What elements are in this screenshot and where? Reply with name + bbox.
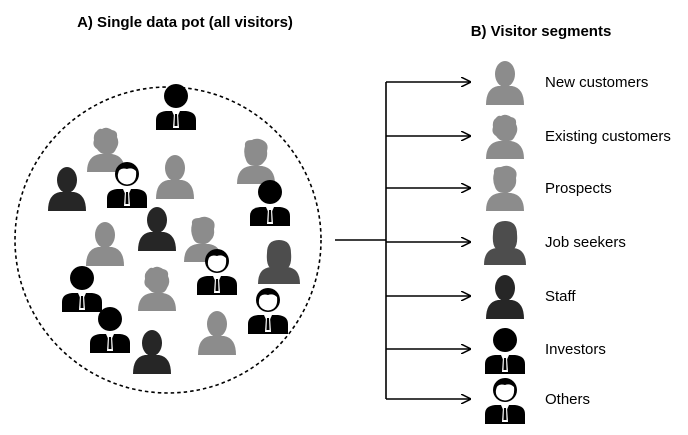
person-curly-hair-icon [486, 114, 524, 159]
person-wavy-hair-icon [486, 165, 524, 211]
businessman-tie-icon [62, 266, 102, 312]
panel-b-title: B) Visitor segments [471, 23, 612, 40]
segment-label: Staff [545, 288, 576, 305]
segment-label: New customers [545, 74, 648, 91]
panel-a-title: A) Single data pot (all visitors) [77, 14, 293, 31]
segment-label: Existing customers [545, 128, 671, 145]
businessman-tie-icon [156, 84, 196, 130]
segmentation-connector [335, 82, 387, 399]
segment-label: Investors [545, 341, 606, 358]
segment-row: Others [386, 378, 590, 424]
businessman-face-icon [248, 288, 288, 334]
segment-row: Existing customers [386, 114, 671, 159]
person-short-hair-icon [486, 61, 524, 105]
person-long-hair-icon [258, 240, 300, 284]
segment-label: Others [545, 391, 590, 408]
visitor-pool-circle [14, 86, 322, 394]
person-short-hair-icon [133, 330, 171, 374]
segment-row: Staff [386, 275, 576, 319]
person-short-hair-icon [198, 311, 236, 355]
person-short-hair-icon [138, 207, 176, 251]
businessman-face-icon [485, 378, 525, 424]
businessman-tie-icon [250, 180, 290, 226]
person-short-hair-icon [486, 275, 524, 319]
segment-label: Job seekers [545, 234, 626, 251]
person-short-hair-icon [156, 155, 194, 199]
person-short-hair-icon [86, 222, 124, 266]
businessman-tie-icon [485, 328, 525, 374]
person-long-hair-icon [484, 221, 526, 265]
person-wavy-hair-icon [237, 138, 275, 184]
segment-row: Job seekers [386, 221, 626, 265]
segment-label: Prospects [545, 180, 612, 197]
segment-row: New customers [386, 61, 648, 105]
segment-row: Investors [386, 328, 606, 374]
segment-row: Prospects [386, 165, 612, 211]
person-curly-hair-icon [138, 266, 176, 311]
businessman-tie-icon [90, 307, 130, 353]
visitor-pool [48, 84, 300, 374]
person-short-hair-icon [48, 167, 86, 211]
